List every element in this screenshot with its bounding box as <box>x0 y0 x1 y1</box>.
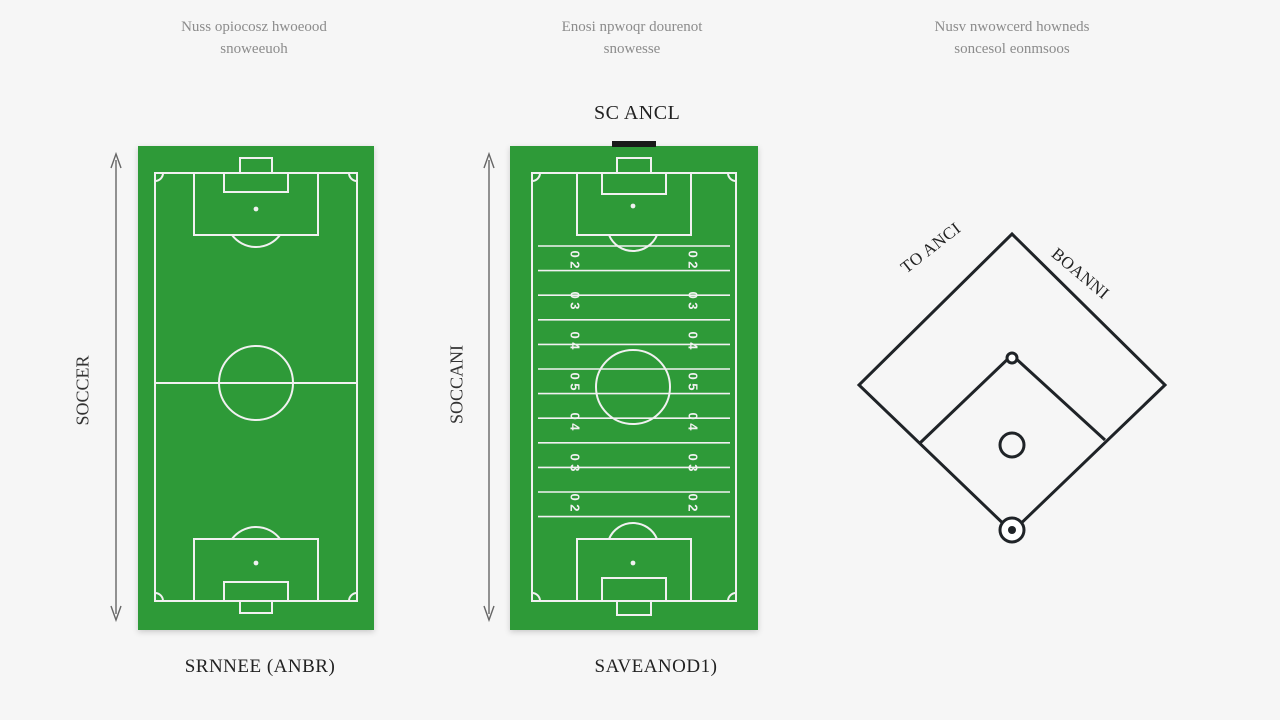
soccer-caption-line1: Nuss opiocosz hwoeood <box>181 19 327 35</box>
yard-number-right: 0 2 <box>685 493 701 512</box>
yard-number-left: 0 4 <box>567 331 583 350</box>
soccer-caption-line2: snoweeuoh <box>220 41 288 57</box>
football-caption-line1: Enosi npwoqr dourenot <box>561 19 703 35</box>
football-bottom-label: SAVEANOD1) <box>594 656 718 677</box>
yard-number-right: 0 3 <box>685 290 701 310</box>
yard-number-right: 0 4 <box>685 331 701 350</box>
football-caption: Enosi npwoqr dourenot snowesse <box>482 16 782 60</box>
yard-number-left: 0 3 <box>567 290 583 310</box>
yard-number-left: 0 5 <box>567 371 583 391</box>
baseball-caption-line1: Nusv nwowcerd howneds <box>934 19 1090 35</box>
yard-number-left: 0 3 <box>567 452 583 472</box>
yard-number-left: 0 4 <box>567 412 583 431</box>
yard-number-left: 0 2 <box>567 250 583 269</box>
football-caption-line2: snowesse <box>603 41 661 57</box>
football-length-arrow <box>483 151 495 623</box>
baseball-diamond <box>856 231 1168 544</box>
yard-number-right: 0 2 <box>685 250 701 269</box>
football-top-label: SC ANCL <box>594 102 681 124</box>
soccer-caption: Nuss opiocosz hwoeood snoweeuoh <box>104 16 404 60</box>
soccer-field <box>138 146 374 630</box>
soccer-side-label: SOCCER <box>72 355 93 426</box>
yard-number-right: 0 4 <box>685 412 701 431</box>
soccer-bottom-label: SRNNEE (ANBR) <box>184 656 336 677</box>
football-field <box>510 141 758 630</box>
football-side-label: SOCCANI <box>446 345 467 425</box>
yard-number-left: 0 2 <box>567 493 583 512</box>
yard-number-right: 0 3 <box>685 452 701 472</box>
baseball-caption: Nusv nwowcerd howneds soncesol eonmsoos <box>862 16 1162 60</box>
yard-lines <box>538 245 730 518</box>
baseball-caption-line2: soncesol eonmsoos <box>954 41 1070 57</box>
soccer-length-arrow <box>110 151 122 623</box>
yard-number-right: 0 5 <box>685 371 701 391</box>
